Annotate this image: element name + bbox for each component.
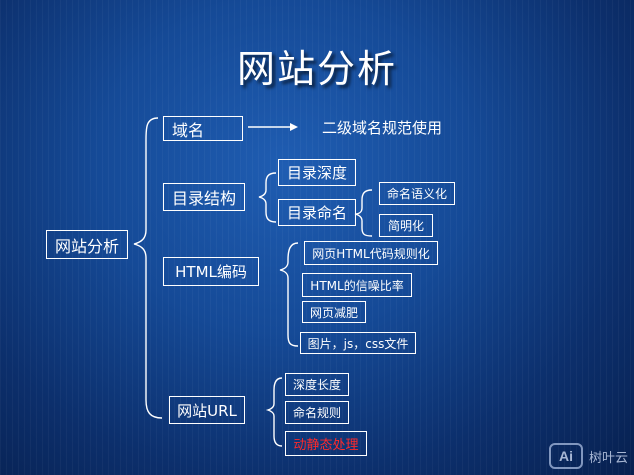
main-brace [133,117,163,419]
node-html-coding: HTML编码 [163,257,259,286]
node-html-standard: 网页HTML代码规则化 [304,241,438,265]
node-dir-structure: 目录结构 [163,183,245,211]
node-html-snr: HTML的信噪比率 [302,273,412,297]
node-naming-rules: 命名规则 [285,401,349,424]
node-naming-semantic: 命名语义化 [379,182,455,205]
node-dir-naming: 目录命名 [278,199,356,226]
watermark-logo: Ai 树叶云 [548,443,628,469]
watermark-mark: Ai [548,443,583,469]
node-domain: 域名 [163,116,243,141]
slide-title: 网站分析 [236,47,397,91]
node-page-slim: 网页减肥 [302,301,366,323]
node-domain-note: 二级域名规范使用 [322,119,443,137]
watermark-text: 树叶云 [588,450,628,466]
node-dynamic-static: 动静态处理 [285,431,367,456]
node-assets: 图片，js，css文件 [300,332,416,354]
node-site-url: 网站URL [169,396,245,424]
node-depth-length: 深度长度 [285,373,349,396]
root-node: 网站分析 [46,230,128,259]
node-dir-depth: 目录深度 [278,159,356,186]
node-naming-simple: 简明化 [379,214,433,237]
